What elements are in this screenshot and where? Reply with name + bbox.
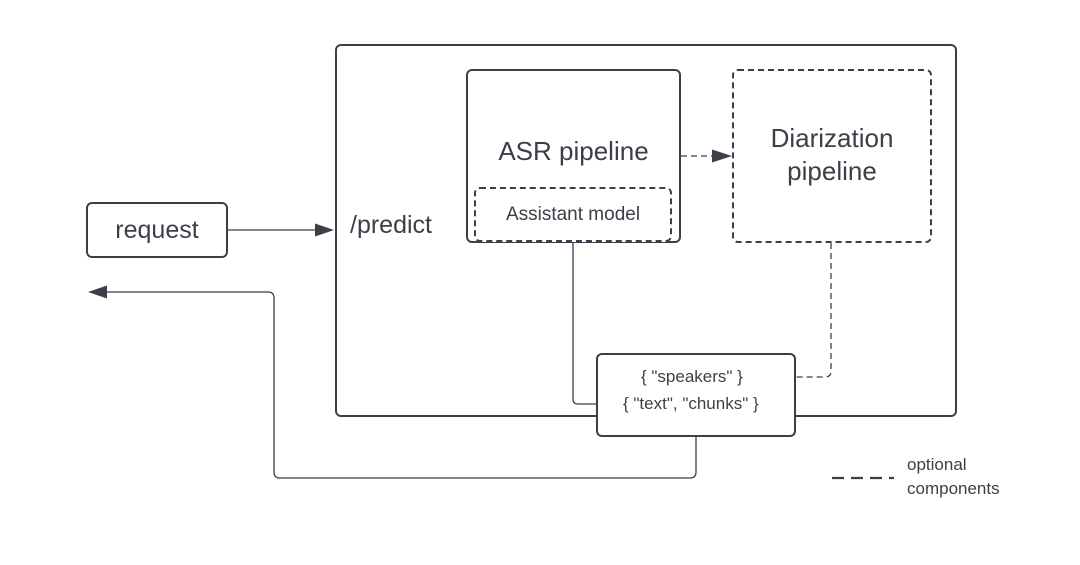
predict-label: /predict [350, 211, 432, 239]
diarization-label-line1: Diarization [770, 123, 894, 153]
asr-pipeline-label: ASR pipeline [498, 136, 649, 166]
assistant-model-box: Assistant model [474, 187, 672, 242]
response-line [106, 291, 697, 479]
output-text-chunks-label: { "text", "chunks" } [623, 394, 759, 413]
diarization-label-line2: pipeline [787, 156, 877, 186]
diarization-pipeline-box: Diarization pipeline [732, 69, 932, 243]
assistant-model-label: Assistant model [505, 203, 641, 225]
legend-label-line2: components [907, 479, 1000, 498]
request-box: request [86, 202, 228, 258]
output-speakers-label: { "speakers" } [641, 367, 743, 386]
asr-to-diarization-arrowhead [712, 149, 732, 163]
asr-to-output-line [572, 243, 604, 405]
legend-label-line1: optional [907, 455, 967, 474]
response-arrowhead [88, 285, 107, 299]
diarization-to-output-line [780, 243, 832, 378]
request-label: request [115, 215, 199, 244]
output-box [596, 353, 796, 437]
request-to-predict-arrowhead [315, 223, 334, 237]
